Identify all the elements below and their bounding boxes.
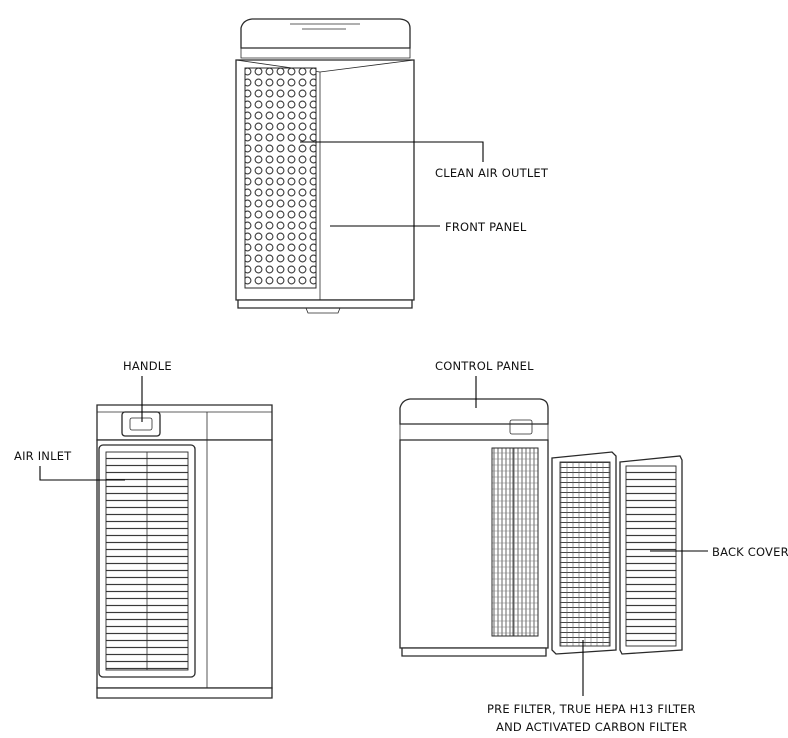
- air-inlet-leader: [39, 466, 125, 481]
- label-handle: HANDLE: [123, 359, 172, 373]
- clean-air-outlet-leader: [300, 141, 484, 162]
- label-control-panel: CONTROL PANEL: [435, 359, 534, 373]
- inner-filter-slot: [491, 447, 539, 637]
- clean-air-outlet-grille: [244, 67, 317, 289]
- back-base: [96, 687, 273, 699]
- handle: [121, 411, 161, 437]
- label-clean-air-outlet: CLEAN AIR OUTLET: [435, 166, 549, 180]
- purifier-exploded-view: [399, 398, 683, 657]
- label-front-panel: FRONT PANEL: [445, 220, 527, 234]
- exploded-top-cap: [399, 398, 549, 425]
- label-filter-line1: PRE FILTER, TRUE HEPA H13 FILTER: [487, 702, 696, 716]
- label-filter-line2: AND ACTIVATED CARBON FILTER: [496, 720, 687, 734]
- purifier-back-view: [96, 404, 273, 699]
- top-cap: [240, 18, 411, 49]
- purifier-front-view: [235, 18, 415, 314]
- exploded-base: [401, 647, 547, 657]
- label-back-cover: BACK COVER: [712, 545, 788, 559]
- label-air-inlet: AIR INLET: [14, 449, 72, 463]
- base: [237, 299, 413, 309]
